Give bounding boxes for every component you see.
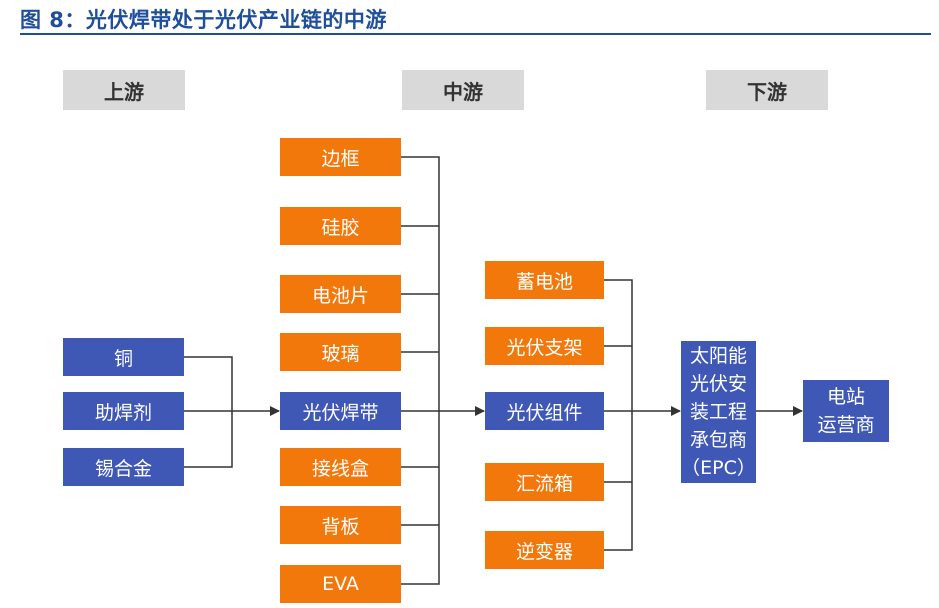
- component-eva: EVA: [280, 565, 401, 603]
- part-inverter: 逆变器: [485, 531, 604, 569]
- parts-bracket: [604, 279, 633, 551]
- title-rule: [20, 33, 931, 35]
- components-bracket: [401, 156, 440, 585]
- stage-midstream: 中游: [402, 70, 524, 110]
- part-battery: 蓄电池: [485, 261, 604, 299]
- part-pv-module: 光伏组件: [485, 392, 604, 430]
- upstream-tin-alloy: 锡合金: [63, 448, 184, 486]
- component-cell: 电池片: [280, 275, 401, 313]
- upstream-copper: 铜: [63, 338, 184, 376]
- downstream-plant-operator: 电站 运营商: [803, 380, 889, 442]
- component-backsheet: 背板: [280, 506, 401, 544]
- stage-upstream: 上游: [63, 70, 185, 110]
- downstream-epc: 太阳能 光伏安 装工程 承包商 （EPC）: [681, 341, 756, 483]
- component-glass: 玻璃: [280, 333, 401, 371]
- component-silicone: 硅胶: [280, 207, 401, 245]
- part-pv-bracket: 光伏支架: [485, 327, 604, 365]
- figure-title: 图 8：光伏焊带处于光伏产业链的中游: [20, 8, 387, 32]
- component-pv-ribbon: 光伏焊带: [280, 392, 401, 430]
- component-frame: 边框: [280, 138, 401, 176]
- part-combiner-box: 汇流箱: [485, 463, 604, 501]
- upstream-bracket: [184, 356, 233, 468]
- upstream-flux: 助焊剂: [63, 392, 184, 430]
- stage-downstream: 下游: [706, 70, 828, 110]
- component-junction-box: 接线盒: [280, 448, 401, 486]
